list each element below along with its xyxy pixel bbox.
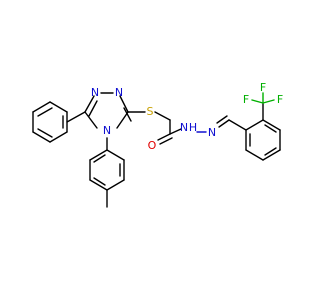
atom-n-triazole-top-right: N	[115, 86, 123, 99]
phenyl-ring	[32, 101, 68, 143]
bond-carbonyl-o-a	[157, 133, 171, 141]
atom-nh-hydrazide: N	[180, 121, 188, 134]
atom-n-triazole-bottom: N	[103, 124, 111, 137]
atom-n-imine: N	[208, 126, 216, 139]
atom-fluorine-top: F	[260, 81, 266, 94]
bond-n-ch-a	[218, 119, 230, 128]
atom-fluorine-right: F	[277, 93, 283, 106]
bond-sulfur-ch2	[154, 111, 171, 121]
atom-oxygen: O	[148, 139, 157, 152]
molecule-structure: N N N S O N H N F F F	[32, 81, 283, 208]
atom-fluorine-left: F	[243, 93, 249, 106]
atom-n-triazole-top-left: N	[91, 86, 99, 99]
atom-h-hydrazide: H	[189, 121, 197, 134]
bond-phenyl-triazole	[66, 111, 86, 123]
trifluoromethylphenyl-ring	[245, 119, 281, 161]
atom-sulfur: S	[147, 105, 154, 118]
bond-carbonyl-o-b	[159, 137, 173, 145]
bond-c-f-right	[262, 99, 275, 104]
bond-n-ch-b	[216, 115, 228, 124]
bond-ch-aryl	[228, 119, 247, 131]
triazole-ring	[84, 92, 132, 129]
tolyl-ring	[89, 149, 125, 191]
bond-c-f-left	[251, 99, 264, 104]
bond-carbonyl-nh	[169, 128, 182, 135]
